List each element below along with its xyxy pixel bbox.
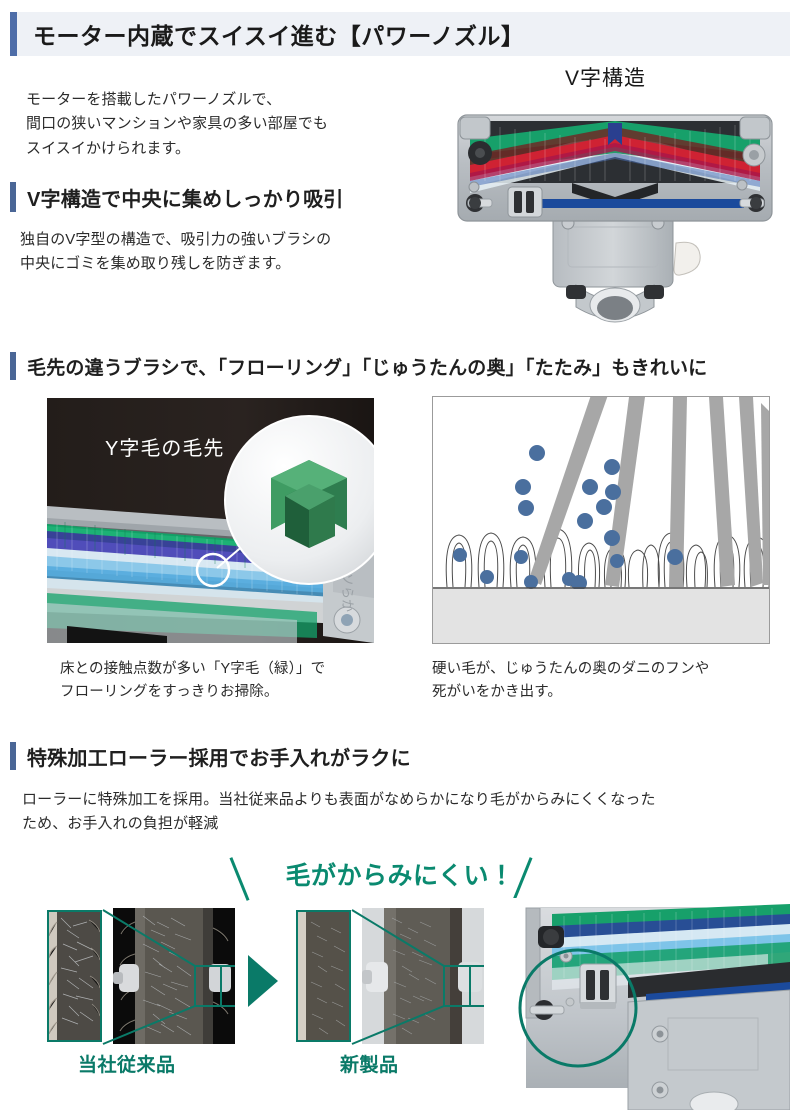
section-accent-bar xyxy=(10,182,16,212)
page-header: モーター内蔵でスイスイ進む【パワーノズル】 xyxy=(10,12,790,56)
power-nozzle-photo xyxy=(440,95,790,325)
intro-paragraph: モーターを搭載したパワーノズルで、 間口の狭いマンションや家具の多い部屋でも ス… xyxy=(26,91,329,157)
right-photo-caption: 硬い毛が、じゅうたんの奥のダニのフンや 死がいをかき出す。 xyxy=(432,661,710,701)
section-roller-body: ローラーに特殊加工を採用。当社従来品よりも表面がなめらかになり毛がからみにくくな… xyxy=(22,791,656,833)
section-v-body: 独自のV字型の構造で、吸引力の強いブラシの 中央にゴミを集め取り残しを防ぎます。 xyxy=(20,231,332,273)
section-heading-roller: 特殊加工ローラー採用でお手入れがラクに xyxy=(10,742,411,770)
new-roller-zoom-inset xyxy=(296,910,351,1042)
section-heading-v-structure: V字構造で中央に集めしっかり吸引 xyxy=(10,182,344,212)
roller-detail-photo xyxy=(508,898,790,1110)
carpet-diagram xyxy=(432,396,770,644)
catchphrase: 毛がからみにくい！ xyxy=(285,862,515,890)
section-accent-bar xyxy=(10,352,16,380)
old-roller-zoom-inset xyxy=(47,910,102,1042)
section-heading-brush: 毛先の違うブラシで、「フローリング」「じゅうたんの奥」「たたみ」もきれいに xyxy=(10,352,707,380)
header-accent-bar xyxy=(10,12,17,56)
new-zoom-connector xyxy=(351,909,484,1045)
old-product-label: 当社従来品 xyxy=(78,1055,176,1076)
y-bristle-photo-label: Y字毛の毛先 xyxy=(105,438,225,460)
section-heading-label: V字構造で中央に集めしっかり吸引 xyxy=(27,188,344,211)
comparison-arrow-icon xyxy=(248,955,278,1007)
svg-text:ソらか: ソらか xyxy=(340,573,355,612)
page-title: モーター内蔵でスイスイ進む【パワーノズル】 xyxy=(33,23,525,49)
left-photo-caption: 床との接触点数が多い「Y字毛（緑）」で フローリングをすっきりお掃除。 xyxy=(60,661,326,701)
new-roller-photo xyxy=(362,908,484,1044)
old-roller-photo xyxy=(113,908,235,1044)
section-heading-label: 毛先の違うブラシで、「フローリング」「じゅうたんの奥」「たたみ」もきれいに xyxy=(27,357,708,379)
v-structure-photo-caption: V字構造 xyxy=(565,67,647,90)
section-accent-bar xyxy=(10,742,16,770)
old-zoom-connector xyxy=(102,909,235,1045)
section-heading-label: 特殊加工ローラー採用でお手入れがラクに xyxy=(27,747,411,770)
new-product-label: 新製品 xyxy=(340,1055,399,1076)
y-bristle-photo: ソらか xyxy=(47,398,374,643)
